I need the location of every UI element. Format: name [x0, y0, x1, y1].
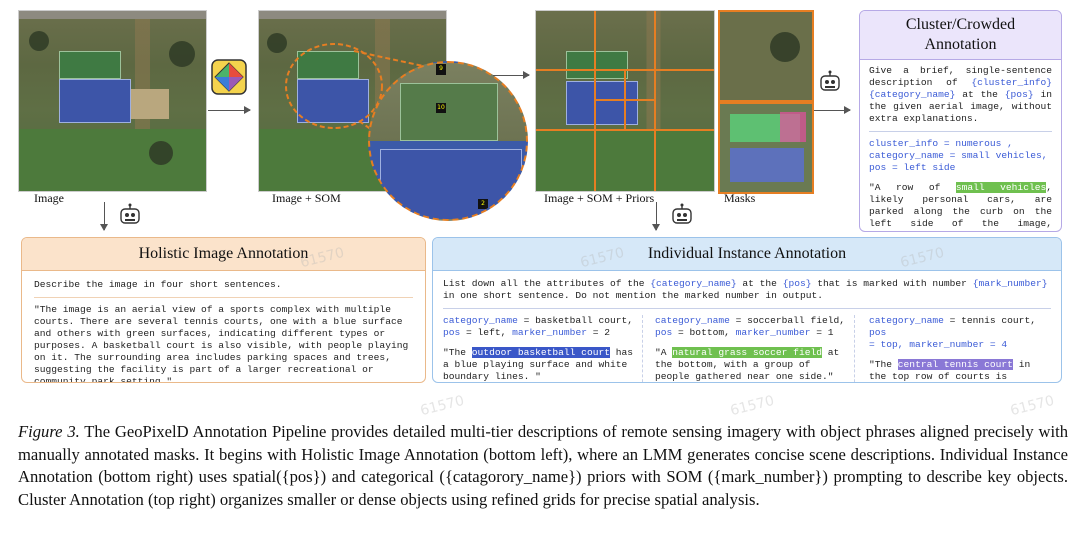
arrow-right: [493, 71, 530, 79]
figure-label: Figure 3.: [18, 422, 80, 441]
marker-label: 2: [478, 199, 488, 209]
cluster-prompt-body: Give a brief, single-sentence descriptio…: [860, 60, 1061, 231]
divider: [443, 308, 1051, 309]
individual-prompt-text: that is marked with number: [811, 278, 973, 289]
image-label: Image: [34, 191, 64, 205]
aerial-image: [18, 10, 207, 192]
individual-annotation-panel: Individual Instance Annotation List down…: [432, 237, 1062, 383]
pos-var: {pos}: [782, 278, 812, 289]
magnified-view: 4 10 2: [368, 61, 528, 221]
mark-number-var: {mark_number}: [972, 278, 1048, 289]
cluster-prompt-text: at the: [955, 89, 1005, 100]
individual-annotation-title: Individual Instance Annotation: [433, 238, 1061, 271]
pos-marker-value: = top, marker_number = 4: [869, 339, 1008, 350]
holistic-prompt: Describe the image in four short sentenc…: [34, 279, 282, 290]
individual-prompt: List down all the attributes of the {cat…: [443, 278, 1051, 302]
marker-number-key: marker_number: [735, 327, 811, 338]
cluster-prompt: Give a brief, single-sentence descriptio…: [869, 65, 1052, 125]
marker-label: 9: [436, 64, 446, 74]
robot-icon: [669, 203, 695, 227]
highlight-phrase: natural grass soccer field: [672, 347, 822, 358]
som-icon: [211, 59, 247, 95]
figure-caption: Figure 3. The GeoPixelD Annotation Pipel…: [18, 421, 1068, 511]
category-name-value: = basketball court,: [517, 315, 633, 326]
divider: [34, 297, 413, 298]
cluster-prompt-text: Give a brief, single-sentence descriptio…: [869, 65, 1052, 88]
instance-answer-text: has a blue playing surface and white bou…: [443, 347, 634, 382]
pos-var: {pos}: [1004, 89, 1034, 100]
instance-column: category_name = tennis court, pos = top,…: [855, 315, 1051, 382]
instance-answer-text: "The: [443, 347, 472, 358]
highlight-phrase: central tennis court: [897, 359, 1013, 370]
marker-number-value: = 1: [810, 327, 834, 338]
cluster-prompt-text: in the given aerial image, without extra…: [869, 89, 1052, 124]
masks-image-bottom: [718, 102, 814, 194]
cluster-info-line: category_name = small vehicles,: [869, 150, 1048, 161]
holistic-annotation-panel: Holistic Image Annotation Describe the i…: [21, 237, 426, 383]
cluster-info-var: {cluster_info}: [971, 77, 1052, 88]
holistic-answer: "The image is an aerial view of a sports…: [34, 304, 409, 383]
instance-answer-text: at the bottom, with a group of people ga…: [655, 347, 840, 382]
individual-prompt-text: in one short sentence. Do not mention th…: [443, 290, 823, 301]
category-name-var: {category_name}: [869, 89, 956, 100]
marker-number-key: marker_number: [512, 327, 587, 338]
arrow-right: [814, 106, 851, 114]
pos-value: = left,: [460, 327, 513, 338]
individual-body: List down all the attributes of the {cat…: [433, 271, 1061, 382]
holistic-annotation-title: Holistic Image Annotation: [22, 238, 425, 271]
cluster-annotation-panel: Cluster/Crowded Annotation Give a brief,…: [859, 10, 1062, 232]
cluster-answer-text: "A row of: [869, 182, 956, 193]
cluster-info-line: pos = left side: [869, 162, 956, 173]
instance-column: category_name = soccerball field, pos = …: [643, 315, 855, 382]
category-name-value: = tennis court,: [943, 315, 1036, 326]
aerial-image-som-priors: [535, 10, 715, 192]
instance-answer-text: "The: [869, 359, 898, 370]
divider: [869, 131, 1052, 132]
instance-answer-text: "A: [655, 347, 673, 358]
individual-prompt-text: List down all the attributes of the: [443, 278, 651, 289]
holistic-body: Describe the image in four short sentenc…: [22, 271, 425, 383]
cluster-info-line: cluster_info = numerous ,: [869, 138, 1013, 149]
instance-column: category_name = basketball court, pos = …: [443, 315, 643, 382]
pos-key: pos: [655, 327, 673, 338]
watermark: 61570: [1008, 392, 1056, 420]
arrow-down: [100, 202, 108, 231]
robot-icon: [817, 70, 843, 94]
watermark: 61570: [728, 392, 776, 420]
arrow-down: [652, 202, 660, 231]
robot-icon: [117, 203, 143, 227]
pos-key: pos: [443, 327, 461, 338]
pos-value: = bottom,: [672, 327, 736, 338]
category-name-var: {category_name}: [650, 278, 737, 289]
watermark: 61570: [418, 392, 466, 420]
cluster-title-line2: Annotation: [924, 36, 997, 53]
category-name-key: category_name: [443, 315, 518, 326]
highlight-phrase: outdoor basketball court: [471, 347, 610, 358]
category-name-value: = soccerball field,: [729, 315, 845, 326]
category-name-key: category_name: [655, 315, 730, 326]
image-som-priors-label: Image + SOM + Priors: [544, 191, 655, 205]
category-name-key: category_name: [869, 315, 944, 326]
individual-prompt-text: at the: [736, 278, 783, 289]
masks-image-top: [718, 10, 814, 102]
cluster-annotation-title: Cluster/Crowded Annotation: [860, 11, 1061, 60]
marker-number-value: = 2: [586, 327, 610, 338]
cluster-title-line1: Cluster/Crowded: [905, 16, 1016, 33]
image-som-label: Image + SOM: [272, 191, 341, 205]
marker-label: 10: [436, 103, 446, 113]
pos-key: pos: [869, 327, 887, 338]
instance-answer-text: in the top row of courts is located next…: [869, 359, 1031, 382]
cluster-answer-text: , likely personal cars, are parked along…: [869, 182, 1052, 231]
masks-label: Masks: [724, 191, 756, 205]
arrow-right: [208, 106, 251, 114]
highlight-phrase: small vehicles: [955, 182, 1047, 193]
caption-text: The GeoPixelD Annotation Pipeline provid…: [18, 422, 1068, 509]
cluster-answer: "A row of small vehicles, likely persona…: [869, 182, 1052, 231]
